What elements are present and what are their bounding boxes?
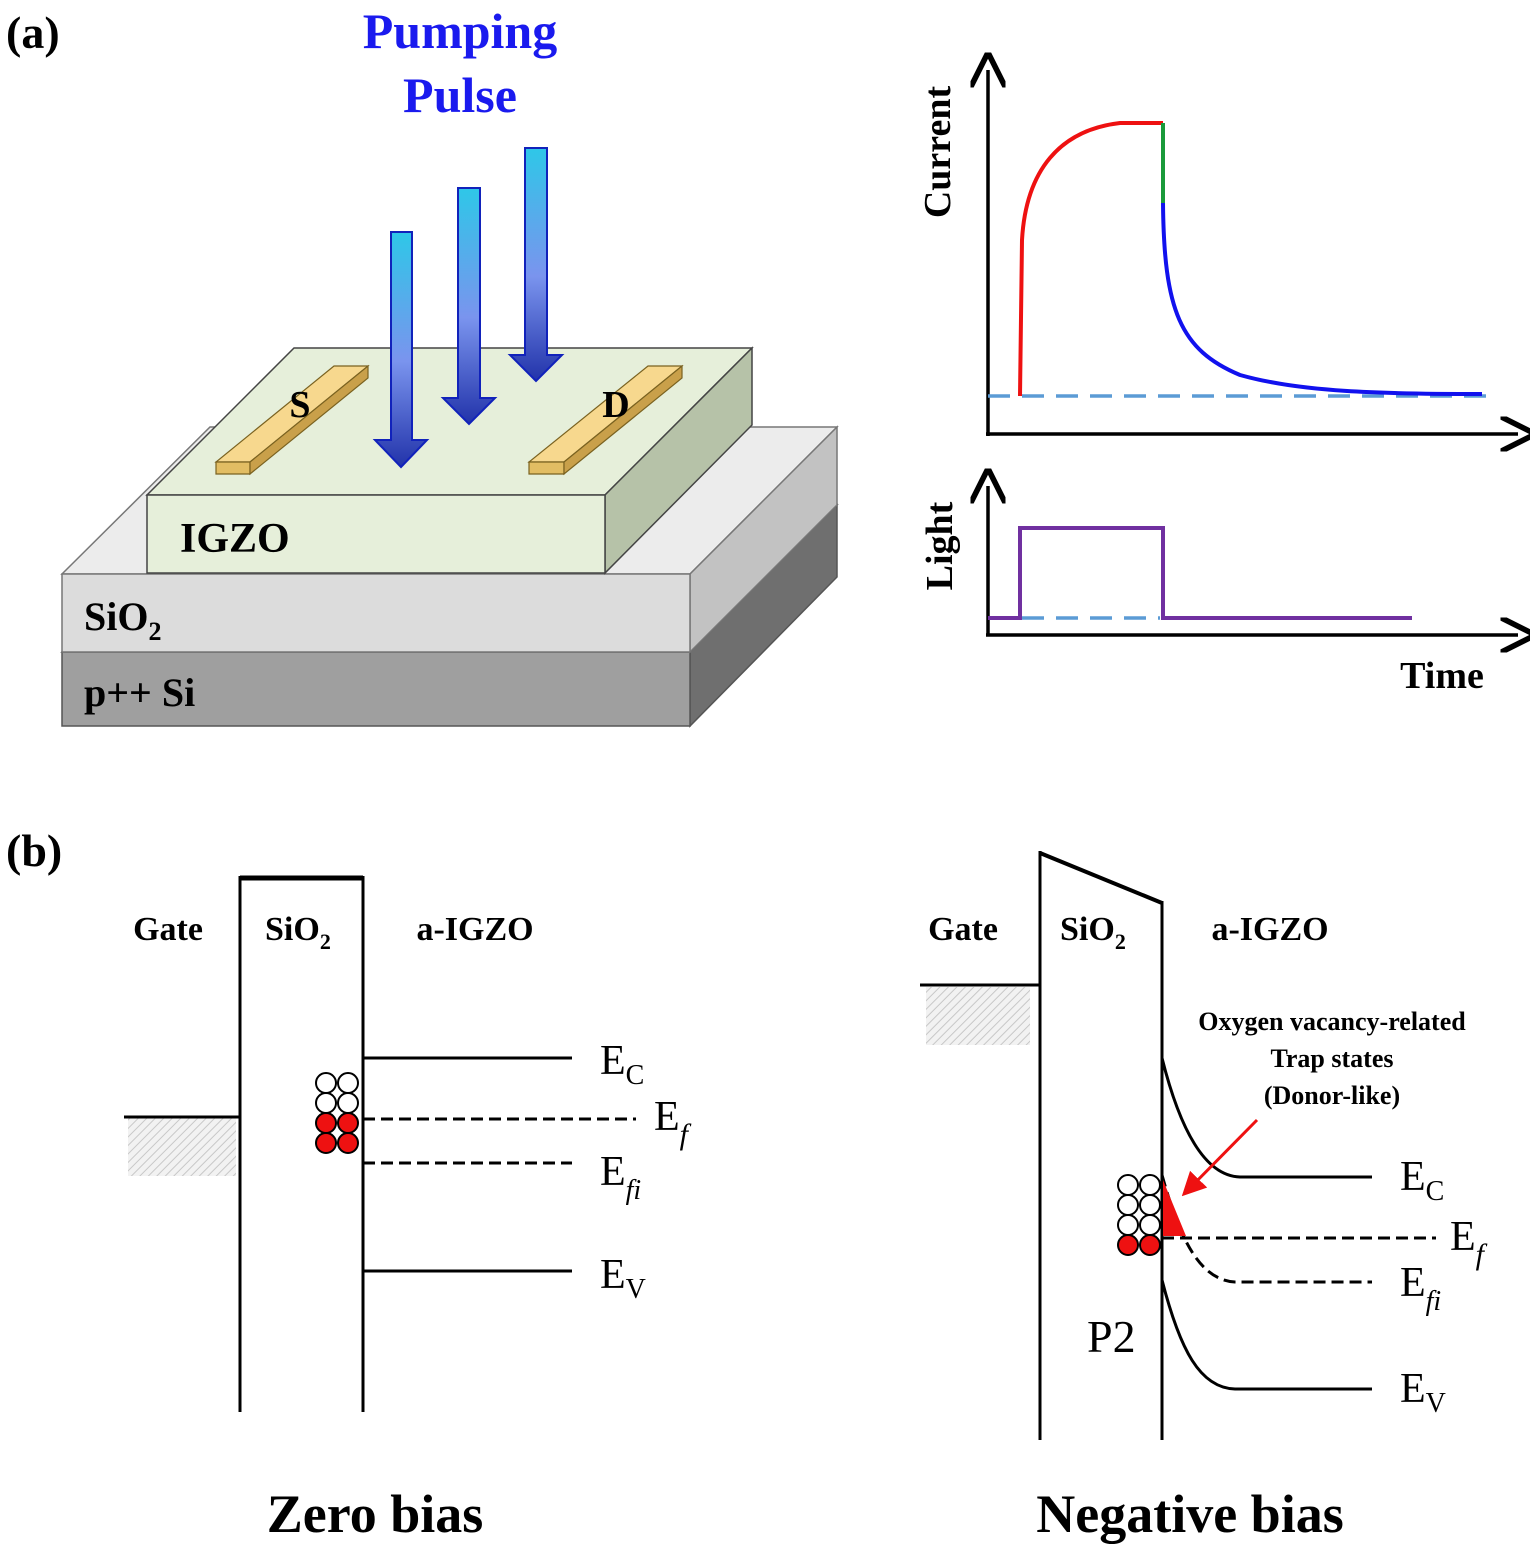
light-axis-label: Light (919, 501, 961, 590)
gate-label: Gate (928, 911, 998, 948)
light-pulse (988, 526, 1412, 620)
ef-label: Ef (654, 1094, 692, 1151)
pulse-title-line1: Pumping (363, 3, 558, 59)
trap-pointer-arrow (1181, 1118, 1259, 1197)
oxide-label: SiO2 (265, 911, 331, 954)
source-label: S (289, 384, 310, 426)
current-decay-curve (1161, 202, 1483, 396)
pumping-arrow-left (372, 231, 430, 469)
trap-annotation-line1: Oxygen vacancy-related (1198, 1007, 1466, 1036)
pulse-title-line2: Pulse (403, 67, 517, 123)
current-rise-curve (1018, 121, 1163, 397)
zero-bias-diagram: Gate SiO2 a-IGZO EC Ef Efi EV Zero bias (124, 875, 692, 1544)
trap-annotation-line2: Trap states (1270, 1044, 1393, 1073)
gate-hatch (926, 987, 1030, 1045)
intrinsic-level-curve (1160, 1174, 1372, 1284)
negative-bias-diagram: Gate SiO2 a-IGZO Oxygen vacancy-related … (920, 851, 1488, 1544)
sio2-label: SiO2 (84, 594, 161, 646)
time-axis-label: Time (1400, 655, 1484, 697)
gate-label: Gate (133, 911, 203, 948)
igzo-label: IGZO (180, 516, 290, 562)
ev-label: EV (600, 1252, 646, 1305)
source-electrode (214, 364, 370, 476)
trap-states-cluster (315, 1072, 359, 1154)
pumping-arrow-right (507, 147, 565, 383)
gate-hatch (128, 1118, 236, 1176)
negative-bias-caption: Negative bias (1036, 1484, 1343, 1544)
trap-states-cluster (1117, 1174, 1161, 1256)
ec-label: EC (600, 1038, 644, 1091)
light-plot: Light Time (919, 486, 1518, 697)
panel-a-label: (a) (6, 7, 60, 58)
semiconductor-label: a-IGZO (416, 911, 533, 948)
trap-states-triangle (1163, 1180, 1186, 1236)
current-plot: Current (917, 70, 1518, 436)
efi-label: Efi (1400, 1260, 1441, 1317)
pumping-arrow-middle (440, 187, 498, 426)
ef-label: Ef (1450, 1214, 1488, 1271)
efi-label: Efi (600, 1149, 641, 1206)
drain-electrode (527, 364, 684, 476)
substrate-label: p++ Si (84, 670, 195, 715)
trap-annotation-line3: (Donor-like) (1264, 1081, 1400, 1110)
p2-label: P2 (1087, 1311, 1136, 1362)
igzo-layer (145, 346, 754, 575)
ev-label: EV (1400, 1366, 1446, 1419)
conduction-band-curve (1160, 1057, 1372, 1179)
valence-band-curve (1160, 1279, 1372, 1391)
oxide-label: SiO2 (1060, 911, 1126, 954)
drain-label: D (602, 384, 629, 426)
ec-label: EC (1400, 1154, 1444, 1207)
panel-b-label: (b) (6, 825, 62, 876)
current-axis-label: Current (917, 86, 959, 219)
zero-bias-caption: Zero bias (267, 1484, 484, 1544)
semiconductor-label: a-IGZO (1211, 911, 1328, 948)
oxide-top-sloped (1039, 851, 1163, 905)
